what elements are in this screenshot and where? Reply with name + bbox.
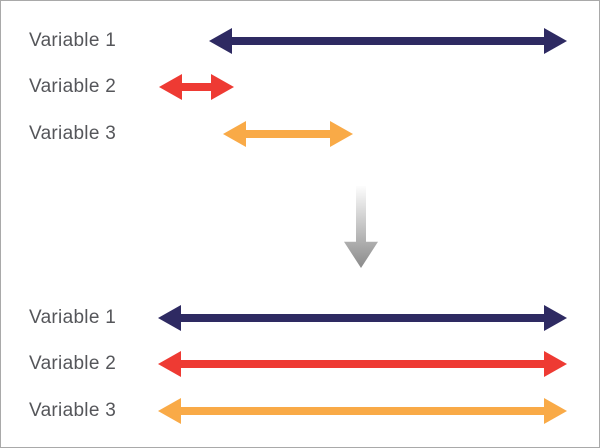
before-variable-1-range-arrow (209, 28, 567, 54)
arrow-shaft (181, 407, 544, 415)
arrow-shaft (181, 360, 544, 368)
arrow-shaft (246, 130, 330, 138)
arrow-shaft (181, 314, 544, 322)
arrowhead-left-icon (223, 121, 246, 147)
before-variable-1-label: Variable 1 (29, 30, 117, 51)
after-variable-2-label: Variable 2 (29, 353, 117, 374)
after-variable-1-label: Variable 1 (29, 307, 117, 328)
arrowhead-right-icon (544, 351, 567, 377)
arrow-shaft (232, 37, 544, 45)
arrowhead-left-icon (158, 351, 181, 377)
before-variable-3-range-arrow (223, 121, 353, 147)
arrowhead-right-icon (544, 398, 567, 424)
before-variable-2-label: Variable 2 (29, 76, 117, 97)
before-variable-2-range-arrow (159, 74, 234, 100)
arrowhead-left-icon (159, 74, 182, 100)
arrow-shaft (182, 83, 211, 91)
after-variable-2-range-arrow (158, 351, 567, 377)
after-variable-3-range-arrow (158, 398, 567, 424)
arrowhead-right-icon (544, 28, 567, 54)
before-variable-3-label: Variable 3 (29, 123, 117, 144)
after-variable-3-label: Variable 3 (29, 400, 117, 421)
after-variable-1-range-arrow (158, 305, 567, 331)
arrowhead-left-icon (158, 305, 181, 331)
arrowhead-right-icon (544, 305, 567, 331)
arrowhead-left-icon (158, 398, 181, 424)
arrowhead-right-icon (211, 74, 234, 100)
arrowhead-right-icon (330, 121, 353, 147)
arrowhead-left-icon (209, 28, 232, 54)
transform-down-arrow-icon (344, 186, 378, 268)
